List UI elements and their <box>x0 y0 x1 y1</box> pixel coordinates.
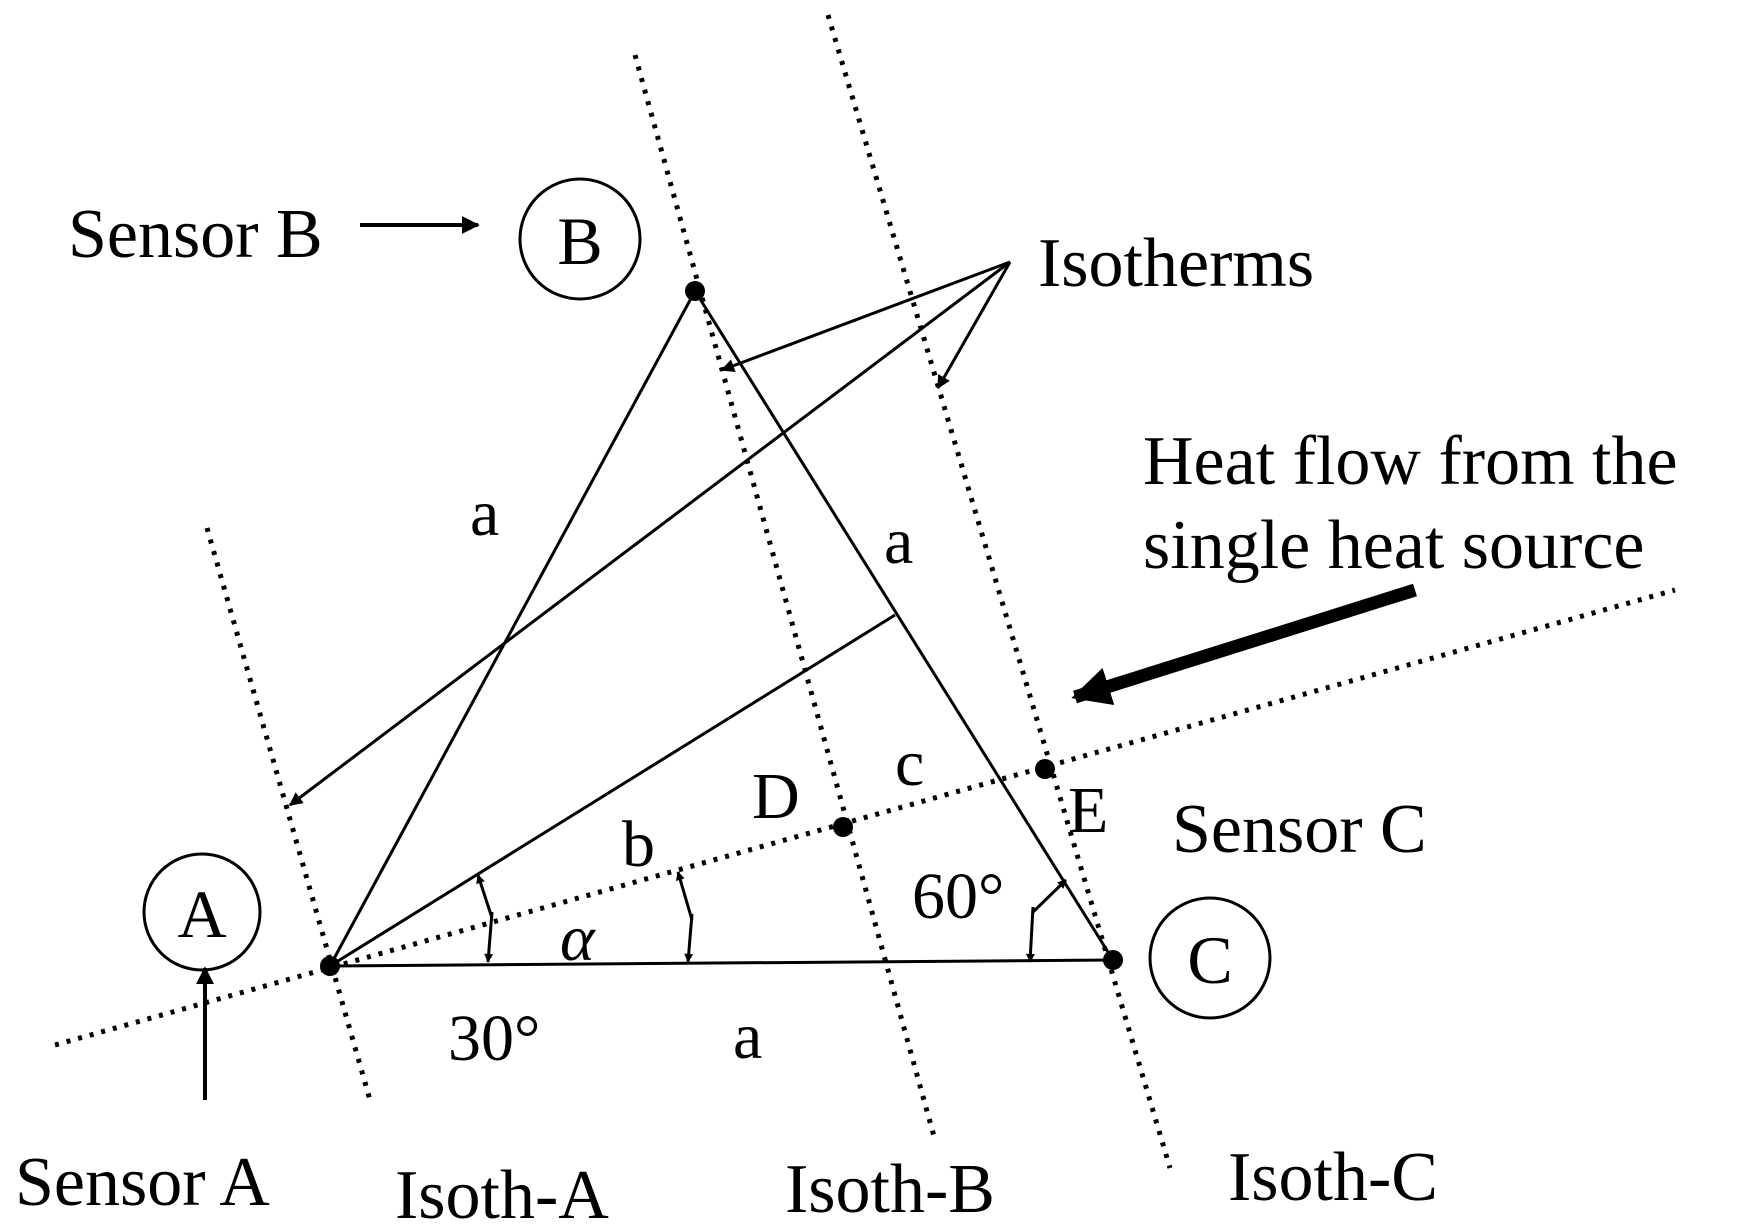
angle-arrow-b-2 <box>484 911 494 963</box>
node-b-label: B <box>557 203 602 279</box>
sensor-b-label: Sensor B <box>68 196 323 273</box>
node-c-label: C <box>1187 922 1232 998</box>
point-d-dot <box>833 817 853 837</box>
isotherm-a-line <box>204 527 373 1101</box>
median-line <box>329 613 896 968</box>
triangle-side-ab <box>328 290 697 967</box>
angle-arrow-b-1 <box>476 874 494 919</box>
vertex-a-dot <box>320 956 340 976</box>
segment-b-label: b <box>622 808 655 881</box>
side-ab-label: a <box>470 477 499 550</box>
heat-flow-label-line2: single heat source <box>1143 507 1644 584</box>
isotherms-arrow-c <box>936 261 1012 390</box>
angle-60-arrow-1 <box>1031 878 1068 914</box>
isoth-a-label: Isoth-A <box>395 1157 609 1228</box>
heat-flow-arrow <box>1071 583 1417 706</box>
angle-30-label: 30° <box>448 1002 540 1075</box>
node-c-circle <box>1148 896 1272 1020</box>
heat-flow-label-line1: Heat flow from the <box>1143 423 1678 500</box>
isotherms-arrow-a <box>288 260 1011 807</box>
vertex-c-dot <box>1103 950 1123 970</box>
angle-60-arrow-2 <box>1025 906 1035 963</box>
angle-alpha-arrow-2 <box>684 913 694 963</box>
sensor-a-label: Sensor A <box>15 1144 270 1221</box>
angle-alpha-arrow-1 <box>675 871 694 921</box>
triangle-side-bc <box>693 290 1115 961</box>
node-a-circle <box>142 852 262 972</box>
sensor-c-label: Sensor C <box>1172 791 1427 868</box>
vertex-b-dot <box>685 281 705 301</box>
angle-alpha-label: α <box>560 902 596 975</box>
point-d-label: D <box>752 760 800 833</box>
node-b-circle <box>518 177 642 301</box>
isotherm-c-line <box>825 14 1173 1169</box>
isoth-c-label: Isoth-C <box>1228 1139 1438 1216</box>
node-a-label: A <box>177 876 226 952</box>
triangle-side-ac <box>329 958 1114 968</box>
isotherms-arrow-b <box>720 260 1011 373</box>
segment-c-label: c <box>895 727 924 800</box>
side-ac-label: a <box>733 1000 762 1073</box>
isotherm-b-line <box>632 54 938 1141</box>
point-e-dot <box>1035 759 1055 779</box>
point-e-label: E <box>1068 774 1108 847</box>
isoth-b-label: Isoth-B <box>785 1151 995 1228</box>
side-bc-label: a <box>884 505 913 578</box>
isotherms-label: Isotherms <box>1038 225 1314 302</box>
angle-60-label: 60° <box>912 860 1004 933</box>
heat-flow-axis <box>54 587 1676 1048</box>
